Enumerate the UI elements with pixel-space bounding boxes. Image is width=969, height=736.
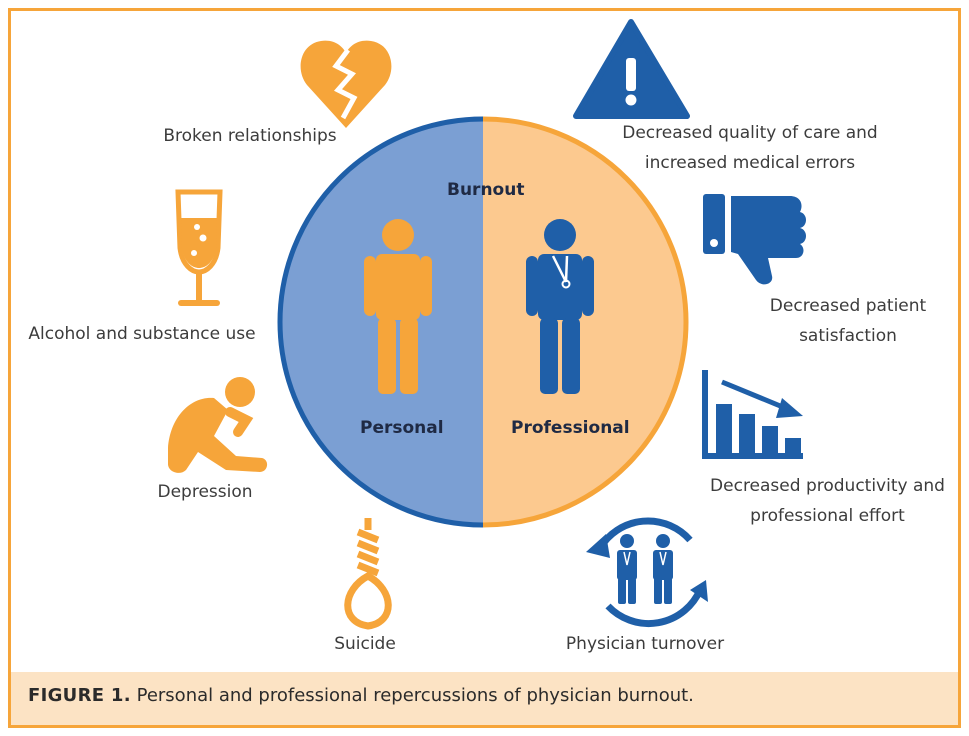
quality-of-care-label: Decreased quality of care and increased …	[600, 118, 900, 178]
depression-label: Depression	[157, 482, 253, 502]
quality-of-care-line-1: Decreased quality of care and	[622, 123, 878, 143]
caption-bar	[11, 672, 958, 725]
productivity-label: Decreased productivity and professional …	[700, 471, 955, 531]
professional-label: Professional	[511, 418, 630, 438]
patient-satisfaction-line-1: Decreased patient	[769, 296, 927, 316]
caption-label: FIGURE 1.	[28, 685, 131, 706]
physician-turnover-icon	[586, 517, 708, 627]
noose-icon	[344, 518, 392, 630]
professional-doctor-icon	[526, 219, 594, 394]
productivity-line-1: Decreased productivity and	[710, 476, 945, 496]
patient-satisfaction-label: Decreased patient satisfaction	[748, 291, 948, 351]
warning-triangle-icon	[573, 19, 690, 119]
quality-of-care-line-2: increased medical errors	[644, 153, 856, 173]
personal-label: Personal	[360, 418, 444, 438]
burnout-title: Burnout	[447, 180, 525, 200]
personal-arc	[277, 116, 484, 528]
broken-heart-icon	[300, 40, 392, 128]
personal-person-icon	[364, 219, 432, 394]
productivity-line-2: professional effort	[750, 506, 905, 526]
broken-relationships-label: Broken relationships	[163, 126, 337, 146]
suicide-label: Suicide	[334, 634, 396, 654]
wine-glass-icon	[175, 189, 223, 306]
alcohol-substance-label: Alcohol and substance use	[28, 324, 256, 344]
thumbs-down-icon	[703, 194, 806, 285]
caption-text: Personal and professional repercussions …	[136, 685, 694, 706]
patient-satisfaction-line-2: satisfaction	[799, 326, 897, 346]
professional-arc	[482, 116, 689, 528]
physician-turnover-label: Physician turnover	[550, 629, 740, 659]
declining-bar-chart-icon	[702, 370, 803, 459]
figure-caption: FIGURE 1. Personal and professional repe…	[28, 685, 694, 706]
physician-turnover-line-1: Physician turnover	[565, 634, 725, 654]
professional-half	[483, 119, 686, 525]
depressed-person-icon	[168, 377, 268, 473]
